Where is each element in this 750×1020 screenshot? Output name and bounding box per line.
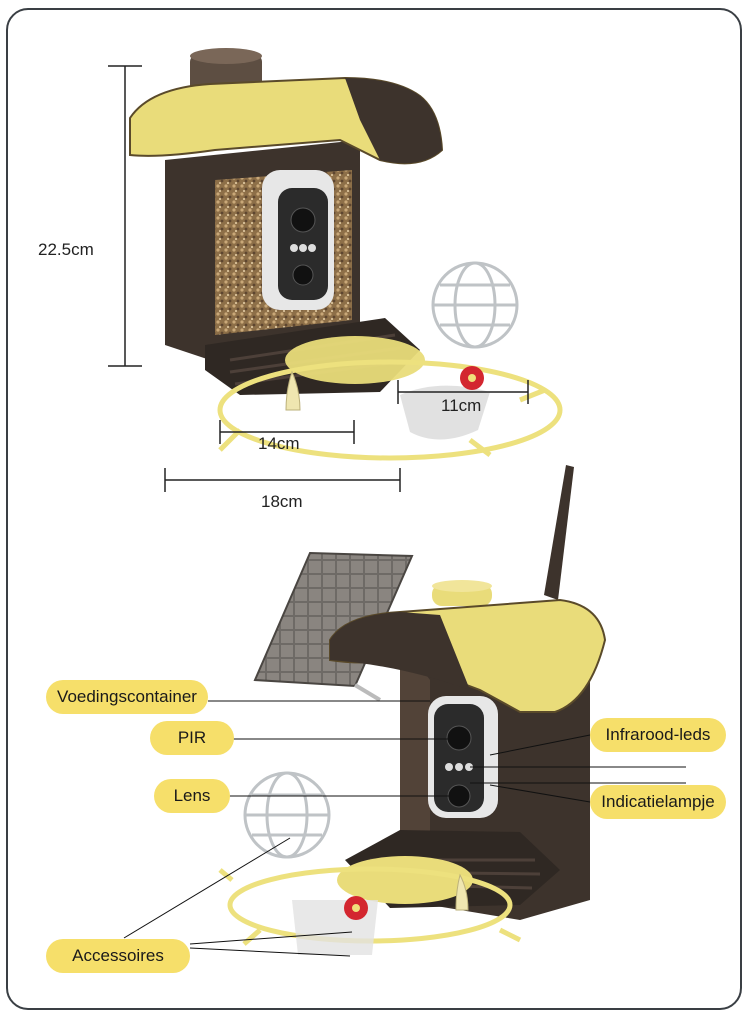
feeder-front-view — [108, 48, 563, 492]
callout-lines — [123, 700, 686, 957]
camera-top — [262, 170, 334, 310]
food-container-callout: Voedingscontainer — [46, 680, 208, 714]
indicator-light-callout: Indicatielampje — [590, 785, 726, 819]
tray-ring — [285, 336, 425, 384]
outer-width-dimension-line — [164, 468, 401, 492]
inner-width-dimension-line — [219, 420, 355, 444]
pir-callout: PIR — [150, 721, 234, 755]
outer-width-label: 18cm — [261, 492, 303, 511]
solar-panel — [253, 551, 414, 702]
accessories-callout: Accessoires — [46, 939, 190, 973]
seed-ball-side — [243, 771, 331, 859]
card-frame — [6, 8, 742, 1010]
depth-dimension-line — [397, 380, 529, 404]
perch-ring — [217, 359, 563, 461]
antenna — [544, 465, 574, 600]
depth-label: 11cm — [441, 396, 482, 415]
infrared-leds-callout: Infrarood-leds — [590, 718, 726, 752]
height-dimension-line — [108, 65, 142, 367]
height-label: 22.5cm — [38, 240, 94, 259]
inner-width-label: 14cm — [258, 434, 300, 453]
perch-hook — [285, 370, 301, 411]
nectar-cup — [400, 385, 490, 440]
camera-side — [428, 696, 498, 818]
lens-callout: Lens — [154, 779, 230, 813]
seed-ball — [431, 261, 519, 349]
feeder-side-view — [123, 465, 686, 957]
